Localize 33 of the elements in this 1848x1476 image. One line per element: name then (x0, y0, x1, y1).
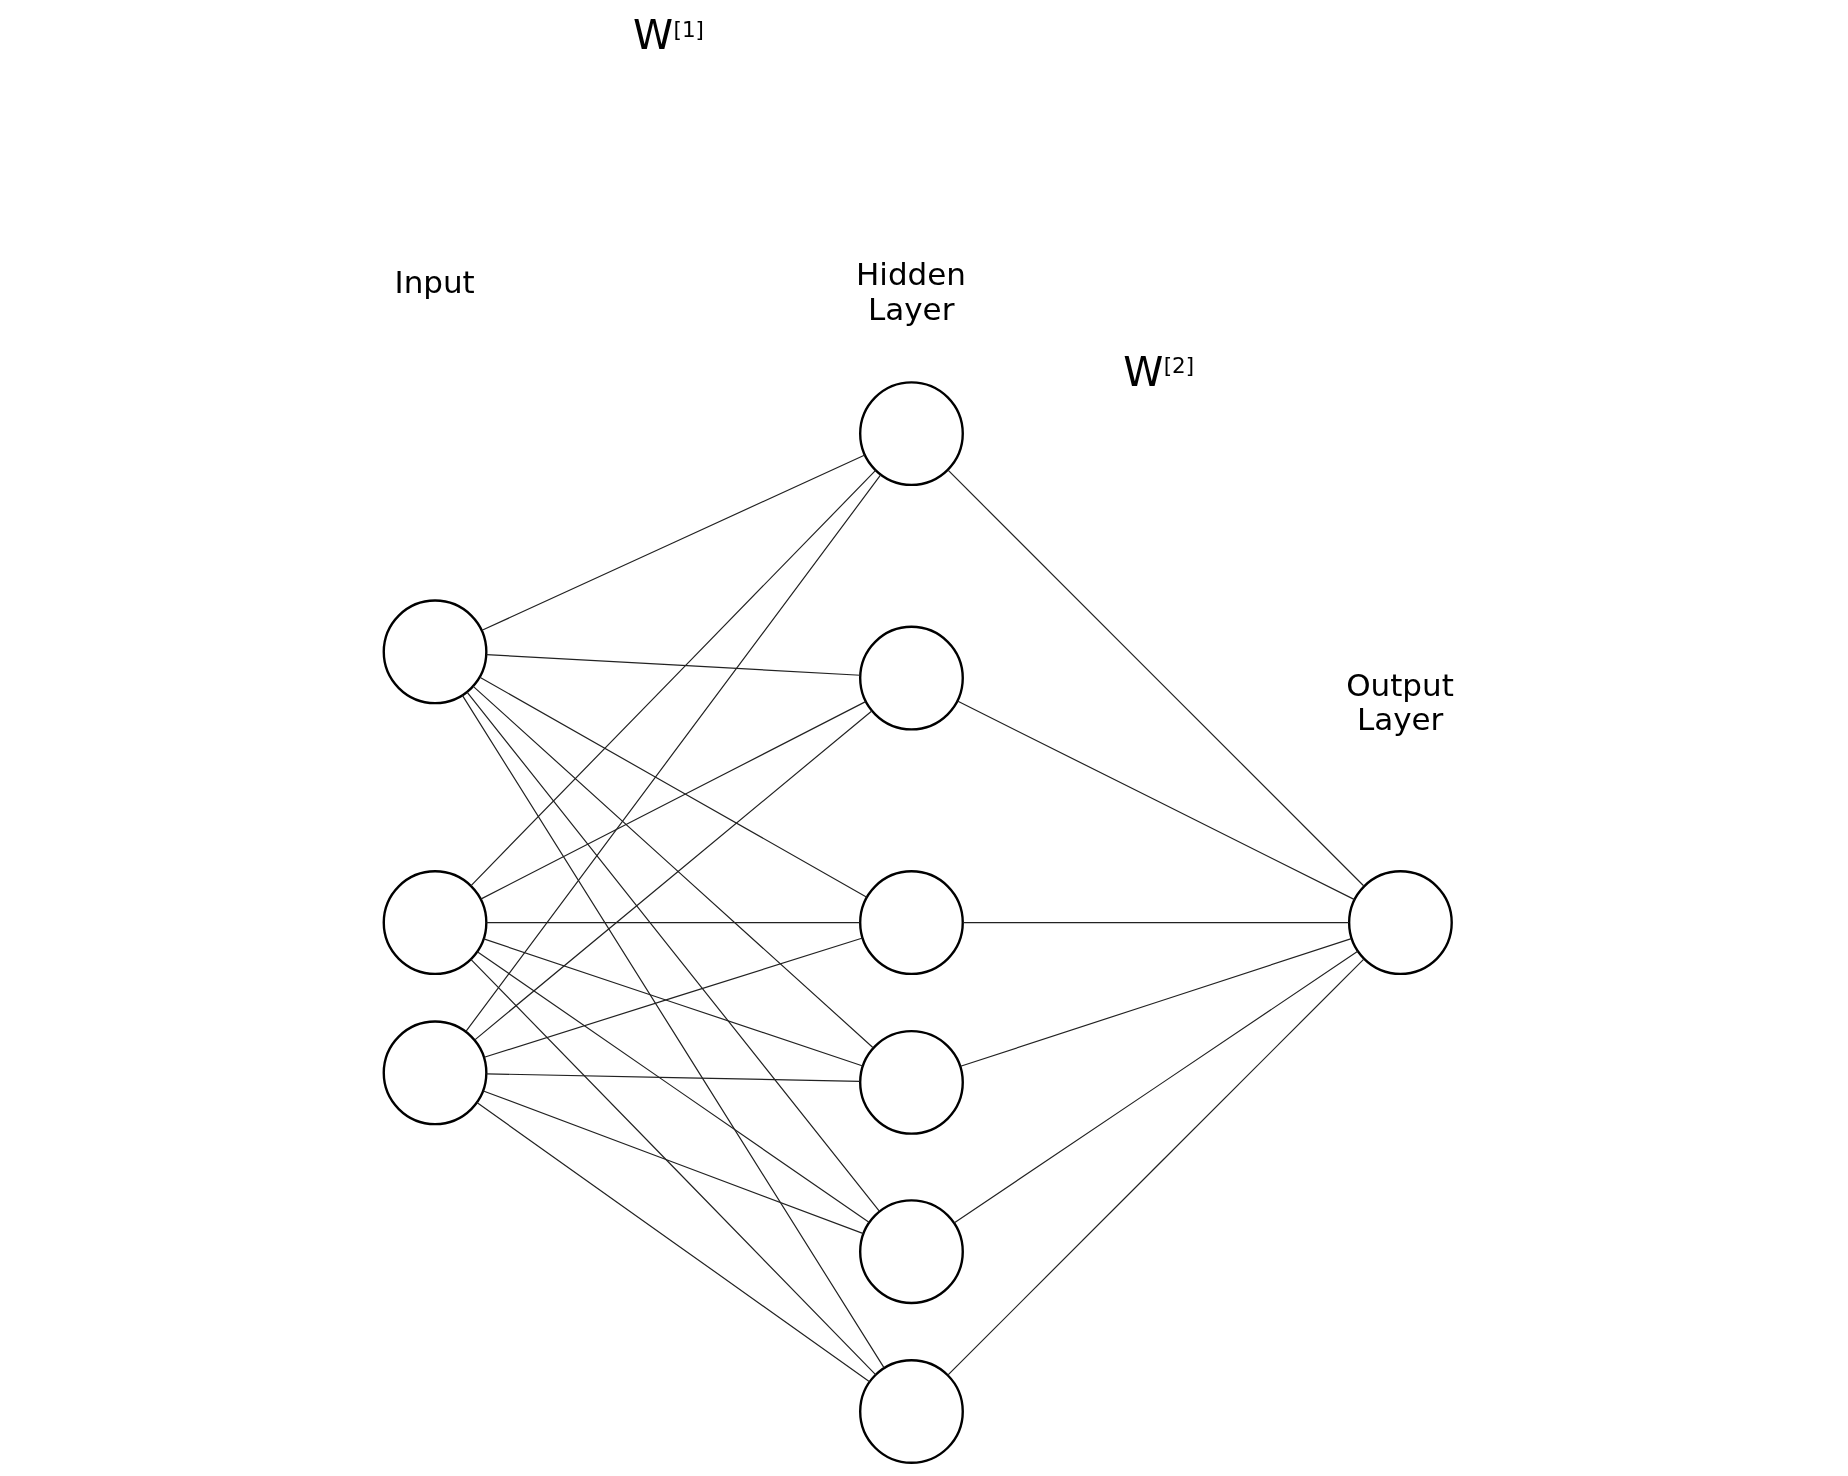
connector (476, 951, 870, 1223)
connector (465, 474, 882, 1032)
connector (476, 1101, 871, 1383)
connector (466, 691, 880, 1212)
node-circle (859, 625, 964, 731)
connector (960, 938, 1352, 1067)
label: Output Layer (1346, 666, 1454, 738)
connector (481, 454, 866, 631)
connector (470, 958, 877, 1376)
node-circle (859, 381, 964, 487)
node-circle (859, 1359, 964, 1464)
connector (956, 700, 1356, 901)
node-circle (859, 1029, 964, 1135)
node-circle (382, 599, 488, 705)
connector (962, 921, 1350, 924)
label: Input (394, 264, 475, 301)
connector (485, 921, 861, 924)
connector (485, 1073, 861, 1082)
connector (482, 1090, 864, 1235)
connector (470, 469, 877, 887)
node-circle (859, 1199, 964, 1305)
connector (461, 694, 885, 1369)
node-circle (1347, 870, 1453, 976)
node-circle (859, 870, 964, 976)
label: W$^{[2]}$ (1123, 347, 1195, 396)
connector (947, 958, 1365, 1376)
node-circle (382, 870, 488, 976)
connector (953, 950, 1359, 1224)
connector (485, 654, 861, 676)
label: W$^{[1]}$ (633, 11, 704, 60)
connector (947, 469, 1365, 887)
label: Hidden Layer (856, 256, 967, 328)
node-circle (382, 1020, 488, 1126)
